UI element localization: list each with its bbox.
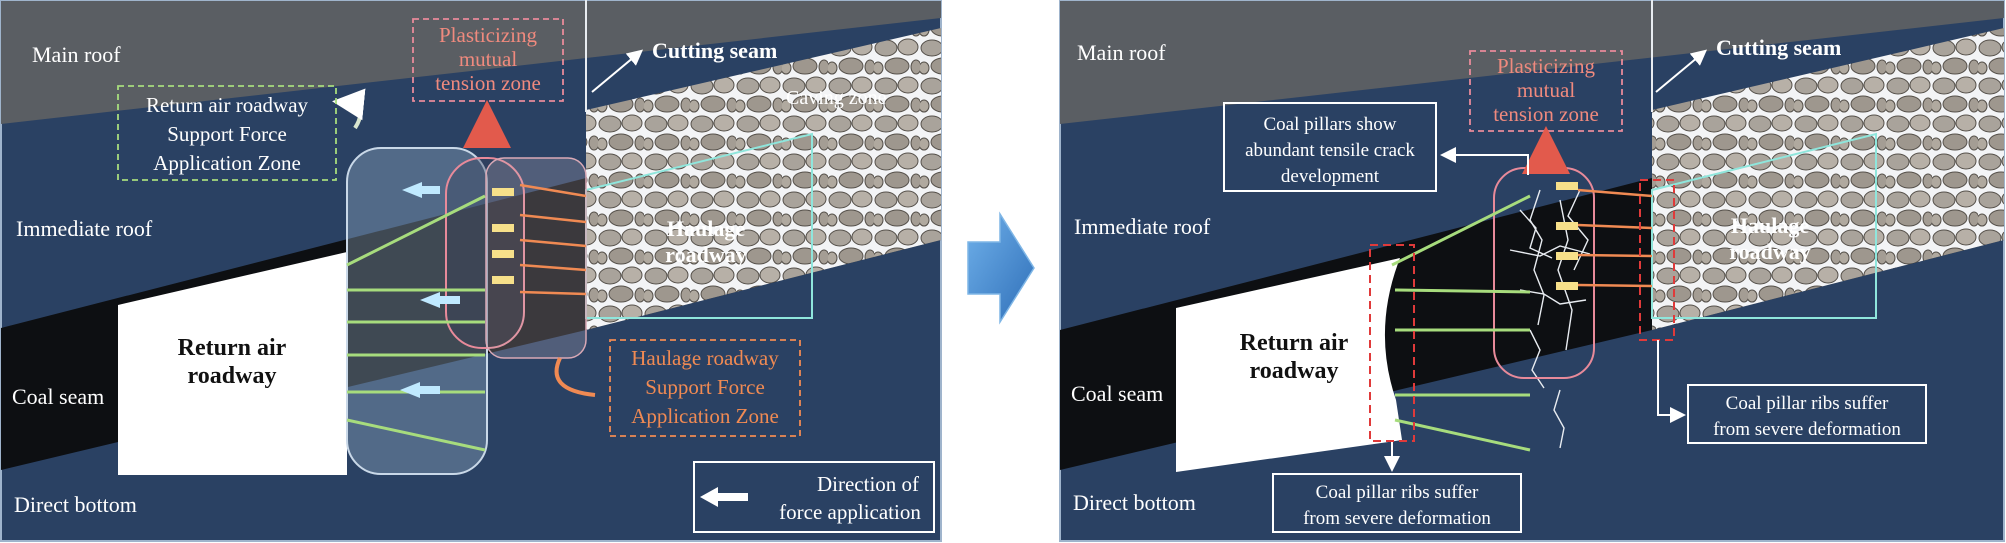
left-bolt xyxy=(346,194,486,267)
right-crack-note-line3: development xyxy=(1281,166,1380,187)
left-direct-bottom-label: Direct bottom xyxy=(14,492,137,517)
right-rib-note-right-box xyxy=(1687,384,1927,444)
right-plasticizing-box xyxy=(1469,50,1623,132)
left-panel: Main roof Immediate roof Coal seam Direc… xyxy=(0,0,942,542)
left-plate xyxy=(492,276,514,284)
right-plasticizing-line2: mutual xyxy=(1517,78,1575,102)
left-return-support-box xyxy=(117,85,337,181)
left-return-support-line1: Return air roadway xyxy=(146,93,309,117)
right-caving-zone xyxy=(1652,28,2004,330)
left-orange-bolt xyxy=(519,263,587,272)
left-orange-bolt xyxy=(519,290,587,296)
left-orange-bolt xyxy=(519,213,587,224)
right-direct-bottom-label: Direct bottom xyxy=(1073,490,1196,515)
left-haulage-support-line2: Support Force xyxy=(645,375,765,399)
left-main-roof-label: Main roof xyxy=(32,42,121,67)
right-immediate-roof-label: Immediate roof xyxy=(1074,214,1211,239)
left-force-arrow xyxy=(420,292,460,308)
left-main-roof-layer xyxy=(1,1,941,124)
left-force-arrows xyxy=(400,182,460,398)
left-plate xyxy=(492,188,514,196)
right-orange-bolt xyxy=(1577,283,1653,288)
left-coal-seam-label: Coal seam xyxy=(12,384,104,409)
right-plate xyxy=(1556,252,1578,260)
left-legend-line1: Direction of xyxy=(817,472,919,496)
left-bolts xyxy=(346,194,486,452)
right-plate xyxy=(1556,282,1578,290)
right-plasticizing-line1: Plasticizing xyxy=(1497,54,1595,78)
left-return-air-box xyxy=(118,252,347,475)
crack xyxy=(1519,209,1553,259)
left-return-support-line2: Support Force xyxy=(167,122,287,146)
left-legend-box xyxy=(693,461,935,533)
left-orange-bolt xyxy=(519,183,587,198)
right-rib-deformation-left xyxy=(1369,244,1415,442)
right-coal-seam-label: Coal seam xyxy=(1071,381,1163,406)
right-main-roof-layer xyxy=(1060,1,2004,124)
left-plate xyxy=(492,250,514,258)
left-return-air-line2: roadway xyxy=(188,363,277,389)
left-orange-bolt xyxy=(519,238,587,248)
right-crack-note-line2: abundant tensile crack xyxy=(1245,140,1415,161)
right-crack-note-box xyxy=(1223,102,1437,192)
left-force-arrow xyxy=(400,382,440,398)
right-orange-bolt xyxy=(1577,188,1653,198)
right-return-air-box xyxy=(1176,258,1402,472)
left-haulage-support-line3: Application Zone xyxy=(631,404,779,428)
crack xyxy=(1509,245,1591,257)
crack xyxy=(1519,289,1587,305)
right-haulage-line1: Haulage xyxy=(1731,213,1809,238)
right-bolt xyxy=(1394,288,1531,294)
left-haulage-line1: Haulage xyxy=(667,216,745,241)
left-orange-bolts xyxy=(519,183,587,296)
right-rib-note-bottom-line2: from severe deformation xyxy=(1303,508,1491,529)
left-caving-zone xyxy=(586,28,941,330)
left-plasticizing-box xyxy=(412,18,564,102)
left-plate xyxy=(492,224,514,232)
left-legend-arrow-icon xyxy=(700,487,748,507)
left-haulage-line2: roadway xyxy=(665,242,747,267)
left-return-air-line1: Return air xyxy=(178,335,287,361)
right-main-roof-label: Main roof xyxy=(1077,40,1166,65)
right-plate xyxy=(1556,222,1578,230)
right-panel: Main roof Immediate roof Coal seam Direc… xyxy=(1059,0,2005,542)
right-cutting-seam-arrow xyxy=(1655,49,1708,93)
left-cutting-seam-label: Cutting seam xyxy=(652,38,777,63)
left-bolt-plates xyxy=(492,188,514,284)
right-rib-note-right-connector xyxy=(1657,340,1686,423)
right-return-air-line2: roadway xyxy=(1250,358,1339,384)
left-legend-line2: force application xyxy=(779,500,921,524)
left-haulage-support-line1: Haulage roadway xyxy=(631,346,779,370)
left-bolt xyxy=(346,418,486,452)
right-bolt xyxy=(1394,418,1531,452)
left-cutting-seam-arrow xyxy=(591,49,644,93)
right-cutting-seam-label: Cutting seam xyxy=(1716,35,1841,60)
left-return-support-line3: Application Zone xyxy=(153,151,301,175)
right-plasticizing-line3: tension zone xyxy=(1493,102,1599,126)
right-crack-note-line1: Coal pillars show xyxy=(1264,114,1397,135)
right-rib-note-right-line2: from severe deformation xyxy=(1713,419,1901,440)
right-crack-note-connector xyxy=(1440,147,1529,175)
right-haulage-line2: roadway xyxy=(1729,239,1811,264)
right-return-air-line1: Return air xyxy=(1240,330,1349,356)
right-rib-note-bottom-line1: Coal pillar ribs suffer xyxy=(1316,482,1479,503)
left-plasticizing-line1: Plasticizing xyxy=(439,23,537,47)
right-rib-note-bottom-box xyxy=(1272,473,1522,533)
left-return-support-arrow xyxy=(332,88,366,130)
right-bolt-plates xyxy=(1556,182,1578,290)
left-plasticizing-line2: mutual xyxy=(459,47,517,71)
left-caving-zone-label: Caving zone xyxy=(786,87,887,109)
left-plasticizing-line3: tension zone xyxy=(435,71,541,95)
left-haulage-support-arrow xyxy=(554,357,596,397)
right-plate xyxy=(1556,182,1578,190)
left-force-arrow xyxy=(402,182,440,198)
right-haulage-box xyxy=(1651,132,1877,319)
right-rib-note-right-line1: Coal pillar ribs suffer xyxy=(1726,393,1889,414)
crack xyxy=(1553,389,1565,449)
left-haulage-support-box xyxy=(609,339,801,437)
transition-arrow-icon xyxy=(967,211,1035,325)
left-immediate-roof-label: Immediate roof xyxy=(16,216,153,241)
left-haulage-support-zone xyxy=(485,157,587,359)
